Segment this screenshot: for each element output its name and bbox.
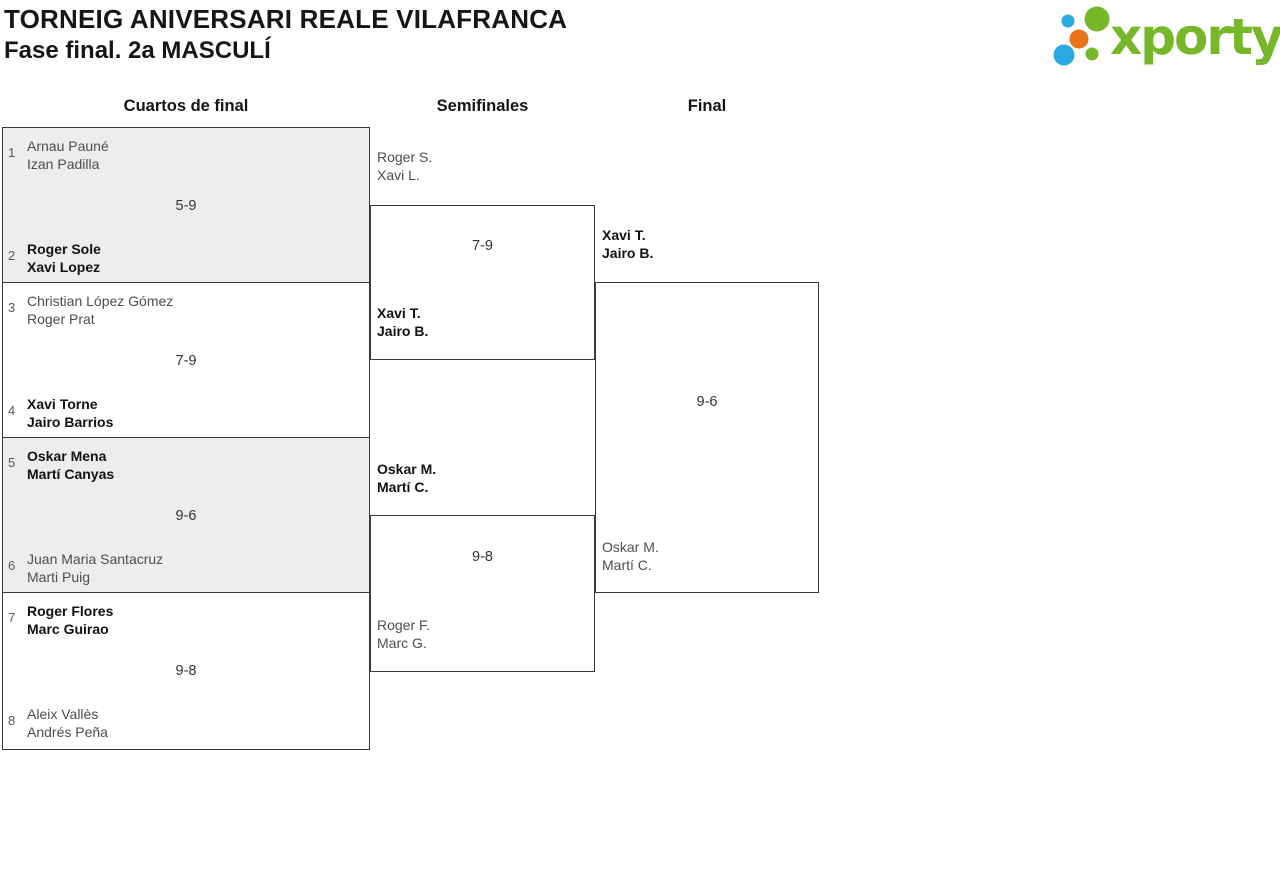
qf4-score: 9-8	[175, 663, 197, 679]
final-team-top: Xavi T. Jairo B.	[602, 226, 653, 262]
seed-number-1: 1	[8, 145, 16, 160]
seed-number-4: 4	[8, 403, 16, 418]
player-name: Christian López Gómez	[27, 293, 174, 309]
seed-number-7: 7	[8, 610, 16, 625]
sf1-team-bottom: Xavi T. Jairo B.	[377, 304, 428, 340]
sf1-score: 7-9	[472, 238, 493, 254]
player-name: Xavi T.	[602, 227, 646, 243]
column-header-final: Final	[687, 97, 727, 115]
qf3-score: 9-6	[175, 508, 197, 524]
sf1-team-top: Roger S. Xavi L.	[377, 148, 432, 184]
qf2-score: 7-9	[175, 353, 197, 369]
qf4-team-top: Roger Flores Marc Guirao	[27, 602, 113, 638]
player-name: Oskar M.	[377, 461, 437, 477]
player-name: Marc G.	[377, 635, 427, 651]
qf-match-box-3	[2, 437, 370, 593]
qf3-team-top: Oskar Mena Martí Canyas	[27, 447, 114, 483]
final-team-bottom: Oskar M. Martí C.	[602, 538, 659, 574]
xporty-logo-text: xporty	[1110, 8, 1280, 66]
player-name: Martí C.	[377, 479, 429, 495]
seed-number-2: 2	[8, 248, 16, 263]
sf-match-box-1	[370, 205, 595, 360]
player-name: Roger Flores	[27, 603, 114, 619]
player-name: Xavi L.	[377, 167, 420, 183]
qf-match-box-1	[2, 127, 370, 283]
player-name: Oskar Mena	[27, 448, 107, 464]
qf3-team-bottom: Juan Maria Santacruz Marti Puig	[27, 550, 163, 586]
page-title: TORNEIG ANIVERSARI REALE VILAFRANCA	[4, 4, 568, 34]
xporty-logo[interactable]: xporty	[1048, 2, 1280, 74]
qf-match-box-4	[2, 592, 370, 750]
player-name: Marti Puig	[27, 569, 91, 585]
player-name: Roger Sole	[27, 241, 101, 257]
seed-number-3: 3	[8, 300, 16, 315]
page-title-block: TORNEIG ANIVERSARI REALE VILAFRANCA Fase…	[4, 3, 567, 66]
player-name: Roger S.	[377, 149, 433, 165]
final-score: 9-6	[696, 394, 718, 410]
sf-match-box-2	[370, 515, 595, 672]
qf4-team-bottom: Aleix Vallès Andrés Peña	[27, 705, 108, 741]
xporty-dots-icon	[1053, 6, 1110, 66]
qf1-team-top: Arnau Pauné Izan Padilla	[27, 137, 109, 173]
qf1-score: 5-9	[175, 198, 197, 214]
player-name: Jairo B.	[377, 323, 429, 339]
player-name: Marc Guirao	[27, 621, 109, 637]
player-name: Roger F.	[377, 617, 430, 633]
player-name: Andrés Peña	[27, 724, 108, 740]
column-header-quarterfinals: Cuartos de final	[123, 97, 249, 115]
sf2-score: 9-8	[472, 549, 493, 565]
player-name: Oskar M.	[602, 539, 659, 555]
qf2-team-bottom: Xavi Torne Jairo Barrios	[27, 395, 113, 431]
sf2-team-bottom: Roger F. Marc G.	[377, 616, 430, 652]
player-name: Roger Prat	[27, 311, 95, 327]
sf2-team-top: Oskar M. Martí C.	[377, 460, 436, 496]
seed-number-6: 6	[8, 558, 16, 573]
player-name: Jairo Barrios	[27, 414, 114, 430]
player-name: Xavi Lopez	[27, 259, 101, 275]
column-header-semifinals: Semifinales	[436, 97, 529, 115]
final-match-box	[595, 282, 819, 593]
player-name: Juan Maria Santacruz	[27, 551, 164, 567]
player-name: Xavi T.	[377, 305, 421, 321]
player-name: Aleix Vallès	[27, 706, 99, 722]
player-name: Izan Padilla	[27, 156, 100, 172]
player-name: Jairo B.	[602, 245, 654, 261]
player-name: Martí C.	[602, 557, 652, 573]
player-name: Martí Canyas	[27, 466, 115, 482]
seed-number-8: 8	[8, 713, 16, 728]
qf1-team-bottom: Roger Sole Xavi Lopez	[27, 240, 101, 276]
page-subtitle: Fase final. 2a MASCULÍ	[4, 37, 271, 64]
player-name: Arnau Pauné	[27, 138, 109, 154]
player-name: Xavi Torne	[27, 396, 98, 412]
qf2-team-top: Christian López Gómez Roger Prat	[27, 292, 173, 328]
seed-number-5: 5	[8, 455, 16, 470]
